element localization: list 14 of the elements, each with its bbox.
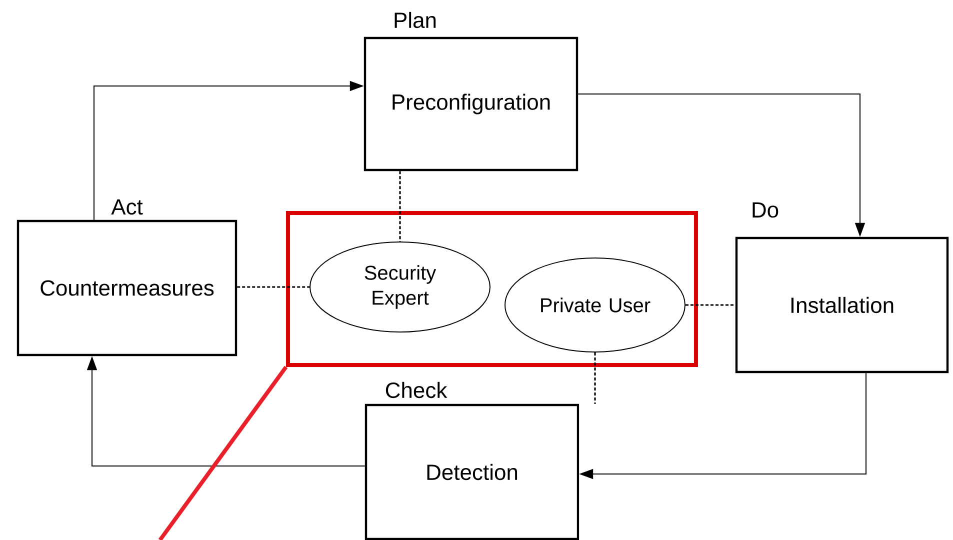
- process-box: Preconfiguration: [364, 36, 578, 172]
- leader-line: [158, 366, 288, 540]
- step-heading: Check: [386, 382, 448, 398]
- highlight-frame: [286, 211, 698, 367]
- connector-line: [237, 286, 310, 288]
- process-box: Countermeasures: [16, 220, 238, 356]
- connector-line: [594, 352, 596, 404]
- process-box: Detection: [364, 404, 580, 540]
- connector-line: [686, 304, 736, 306]
- process-box: Installation: [735, 236, 949, 374]
- step-heading: Plan: [394, 12, 436, 28]
- step-heading: Act: [111, 199, 143, 215]
- connector-line: [399, 171, 401, 242]
- step-heading: Do: [752, 202, 778, 218]
